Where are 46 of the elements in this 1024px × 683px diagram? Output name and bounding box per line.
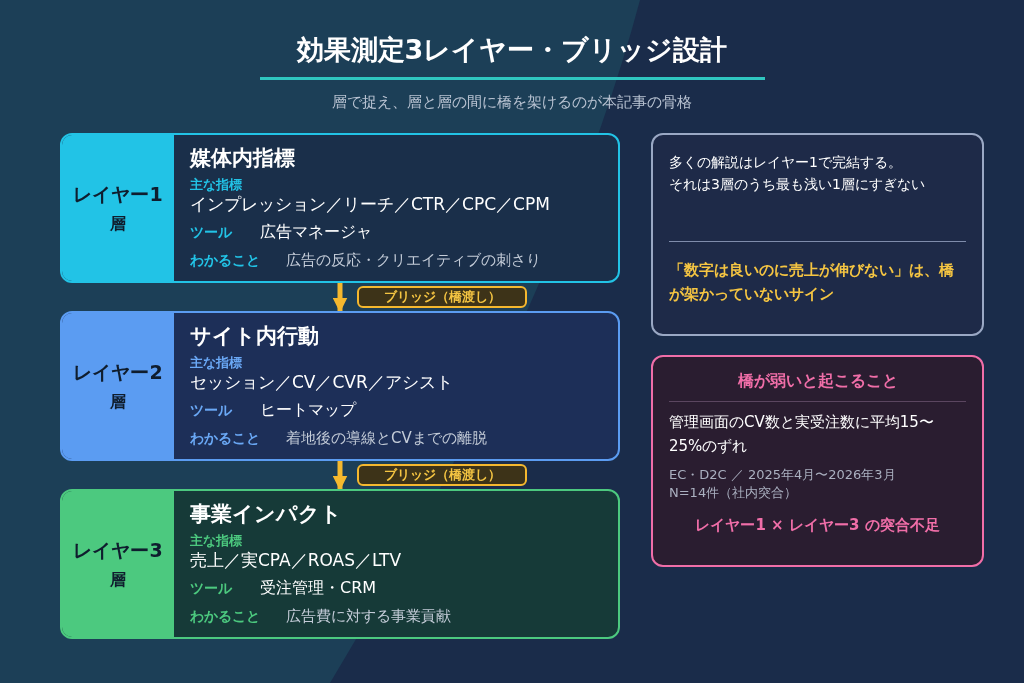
note-text: 多くの解説はレイヤー1で完結する。 xyxy=(669,153,903,172)
metric-value: 広告の反応・クリエイティブの刺さり xyxy=(286,250,541,271)
layer-number: レイヤー3 xyxy=(73,537,163,563)
metric-value: 広告マネージャ xyxy=(260,221,372,243)
note-text: それは3層のうち最も浅い1層にすぎない xyxy=(669,175,926,194)
layer-unit: 層 xyxy=(110,569,126,592)
alert-body: 管理画面のCV数と実受注数に平均15〜25%のずれ xyxy=(669,412,935,457)
metric-value: ヒートマップ xyxy=(260,399,356,421)
metric-value: 着地後の導線とCVまでの離脱 xyxy=(286,428,487,449)
subtitle: 層で捉え、層と層の間に橋を架けるのが本記事の骨格 xyxy=(332,92,692,113)
metric-value: 広告費に対する事業貢献 xyxy=(286,606,451,627)
bridge-arrow xyxy=(332,461,348,491)
metric-value: セッション／CV／CVR／アシスト xyxy=(190,371,454,393)
metric-key: ツール xyxy=(190,578,240,599)
highlight-text: 「数字は良いのに売上が伸びない」は、橋が架かっていないサイン xyxy=(669,260,955,305)
metric-key: わかること xyxy=(190,606,266,627)
edge-label: ブリッジ（橋渡し） xyxy=(357,464,527,486)
title: 効果測定3レイヤー・ブリッジ設計 xyxy=(296,33,728,67)
layer-heading: サイト内行動 xyxy=(190,323,320,350)
alert-heading: 橋が弱いと起こること xyxy=(736,370,899,392)
metric-key: ツール xyxy=(190,400,240,421)
layer-heading: 事業インパクト xyxy=(190,501,343,528)
bridge-arrow xyxy=(332,283,348,313)
metric-value: 売上／実CPA／ROAS／LTV xyxy=(190,549,403,571)
metric-value: 受注管理・CRM xyxy=(260,577,377,599)
alert-card xyxy=(651,355,984,567)
note-card xyxy=(651,133,984,336)
layer-unit: 層 xyxy=(110,391,126,414)
layer-unit: 層 xyxy=(110,213,126,236)
layer-card xyxy=(60,489,620,639)
metric-key: ツール xyxy=(190,222,240,243)
source-note: N=14件（社内突合） xyxy=(669,484,799,502)
metric-value: インプレッション／リーチ／CTR／CPC／CPM xyxy=(190,193,550,215)
metric-key: わかること xyxy=(190,428,266,449)
edge-label: ブリッジ（橋渡し） xyxy=(357,286,527,308)
layer-number: レイヤー2 xyxy=(73,359,163,385)
layer-number: レイヤー1 xyxy=(73,181,163,207)
layer-card xyxy=(60,311,620,461)
layer-heading: 媒体内指標 xyxy=(190,145,296,172)
metric-key: わかること xyxy=(190,250,266,271)
layer-card xyxy=(60,133,620,283)
source-note: EC・D2C ／ 2025年4月〜2026年3月 xyxy=(669,466,897,484)
metric-key: 主な指標 xyxy=(190,533,451,549)
metric-key: 主な指標 xyxy=(190,177,550,193)
metric-key: 主な指標 xyxy=(190,355,487,371)
alert-conclusion: レイヤー1 × レイヤー3 の突合不足 xyxy=(694,515,941,536)
